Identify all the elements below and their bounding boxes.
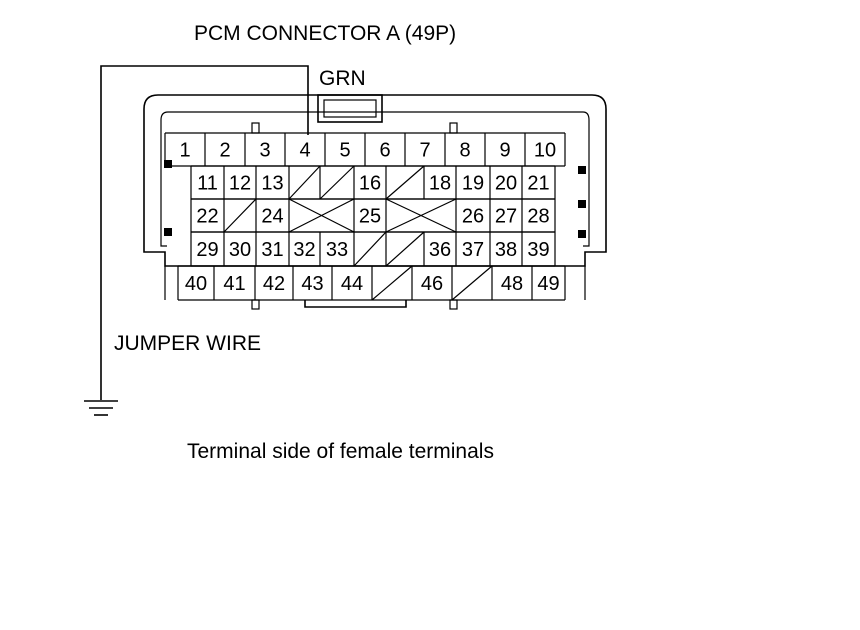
terminal-number: 31 (261, 239, 283, 261)
terminal-number: 25 (359, 206, 381, 228)
terminal-number: 24 (261, 206, 283, 228)
terminal-number: 18 (429, 173, 451, 195)
terminal-number: 12 (229, 173, 251, 195)
terminal-number: 42 (263, 273, 285, 295)
terminal-number: 41 (223, 273, 245, 295)
grid-line (223, 198, 257, 233)
jumper-wire (100, 65, 309, 400)
terminal-number: 1 (179, 140, 190, 162)
terminal-number: 28 (527, 206, 549, 228)
grid-line (288, 198, 355, 233)
terminal-side-caption: Terminal side of female terminals (187, 440, 494, 463)
terminal-number: 46 (421, 273, 443, 295)
terminal-number: 48 (501, 273, 523, 295)
connector-title: PCM CONNECTOR A (49P) (194, 22, 456, 45)
grid-line (385, 165, 425, 200)
wire-color-label: GRN (319, 67, 366, 90)
terminal-number: 38 (495, 239, 517, 261)
terminal-number: 21 (527, 173, 549, 195)
terminal-number: 43 (301, 273, 323, 295)
terminal-number: 27 (495, 206, 517, 228)
terminal-number: 29 (196, 239, 218, 261)
grid-line (385, 198, 457, 233)
terminal-number: 8 (459, 140, 470, 162)
terminal-number: 40 (185, 273, 207, 295)
grid-line (353, 231, 387, 267)
terminal-number: 33 (326, 239, 348, 261)
grid-line (319, 165, 355, 200)
terminal-number: 44 (341, 273, 363, 295)
terminal-number: 6 (379, 140, 390, 162)
terminal-number: 7 (419, 140, 430, 162)
terminal-number: 37 (462, 239, 484, 261)
terminal-number: 13 (261, 173, 283, 195)
terminal-number: 3 (259, 140, 270, 162)
terminal-number: 5 (339, 140, 350, 162)
grid-line (451, 265, 493, 301)
terminal-number: 49 (537, 273, 559, 295)
terminal-number: 16 (359, 173, 381, 195)
terminal-grid (164, 132, 586, 301)
grid-line (371, 265, 413, 301)
grid-line (288, 165, 321, 200)
terminal-number: 26 (462, 206, 484, 228)
ground-symbol-icon (84, 400, 118, 416)
terminal-number: 20 (495, 173, 517, 195)
terminal-number: 36 (429, 239, 451, 261)
terminal-number: 4 (299, 140, 310, 162)
terminal-number: 32 (293, 239, 315, 261)
terminal-number: 39 (527, 239, 549, 261)
terminal-number: 22 (196, 206, 218, 228)
terminal-number: 30 (229, 239, 251, 261)
terminal-number: 9 (499, 140, 510, 162)
terminal-number: 2 (219, 140, 230, 162)
jumper-wire-label: JUMPER WIRE (114, 332, 261, 355)
terminal-number: 10 (534, 140, 556, 162)
terminal-number: 19 (462, 173, 484, 195)
grid-line (385, 231, 425, 267)
terminal-number: 11 (197, 173, 218, 195)
